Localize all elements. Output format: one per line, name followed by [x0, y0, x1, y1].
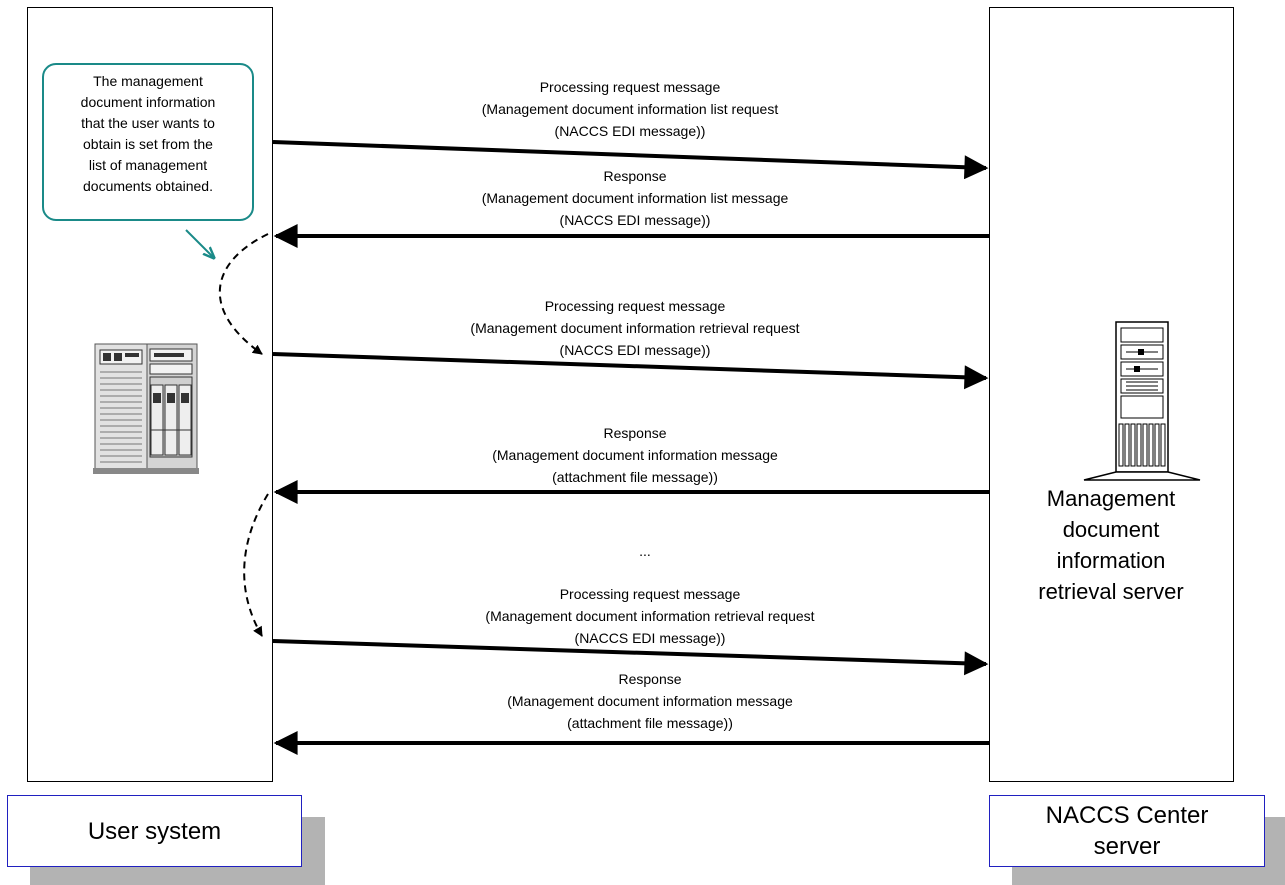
callout-line: that the user wants to [81, 115, 215, 131]
label-line: NACCS Center [1045, 802, 1209, 829]
message-line: (Management document information list re… [481, 101, 779, 117]
message-line: Processing request message [559, 586, 741, 602]
message-line: Processing request message [539, 79, 721, 95]
message-request-3: Processing request message (Management d… [435, 583, 865, 649]
center-server-name: Management document information retrieva… [1000, 483, 1222, 607]
message-line: (attachment file message)) [567, 715, 733, 731]
server-name-line: retrieval server [1038, 579, 1184, 604]
message-line: (NACCS EDI message)) [559, 212, 711, 228]
message-request-2: Processing request message (Management d… [420, 295, 850, 361]
message-line: (NACCS EDI message)) [559, 342, 711, 358]
ellipsis-text: ... [639, 543, 651, 559]
message-line: Processing request message [544, 298, 726, 314]
tower-server-icon [93, 343, 199, 474]
message-line: (Management document information retriev… [485, 608, 815, 624]
message-line: (Management document information list me… [481, 190, 789, 206]
message-line: Response [603, 425, 667, 441]
naccs-center-label: NACCS Center server [989, 795, 1265, 867]
dashed-connector-2 [243, 493, 269, 637]
message-line: (NACCS EDI message)) [554, 123, 706, 139]
arrow-request-1 [272, 140, 989, 180]
arrow-request-2 [272, 352, 989, 390]
label-line: server [1093, 833, 1161, 860]
user-note-callout: The management document information that… [42, 63, 254, 221]
callout-line: document information [80, 94, 216, 110]
naccs-center-panel [989, 7, 1234, 782]
callout-line: The management [93, 73, 203, 89]
message-line: (Management document information message [507, 693, 793, 709]
message-response-3: Response (Management document informatio… [435, 668, 865, 734]
arrow-request-3 [272, 639, 989, 676]
message-line: (Management document information message [492, 447, 778, 463]
message-line: Response [603, 168, 667, 184]
server-name-line: Management [1046, 486, 1176, 511]
server-name-line: document [1062, 517, 1160, 542]
callout-line: list of management [88, 157, 208, 173]
rack-server-icon [1083, 321, 1201, 481]
message-line: (attachment file message)) [552, 469, 718, 485]
message-line: (NACCS EDI message)) [574, 630, 726, 646]
message-line: Response [618, 671, 682, 687]
message-response-1: Response (Management document informatio… [420, 165, 850, 231]
message-line: (Management document information retriev… [470, 320, 800, 336]
message-request-1: Processing request message (Management d… [420, 76, 840, 142]
dashed-connector-1 [219, 233, 269, 355]
callout-pointer [185, 229, 214, 258]
message-response-2: Response (Management document informatio… [420, 422, 850, 488]
server-name-line: information [1056, 548, 1166, 573]
callout-line: obtain is set from the [83, 136, 213, 152]
user-system-label: User system [7, 795, 302, 867]
callout-line: documents obtained. [83, 178, 213, 194]
